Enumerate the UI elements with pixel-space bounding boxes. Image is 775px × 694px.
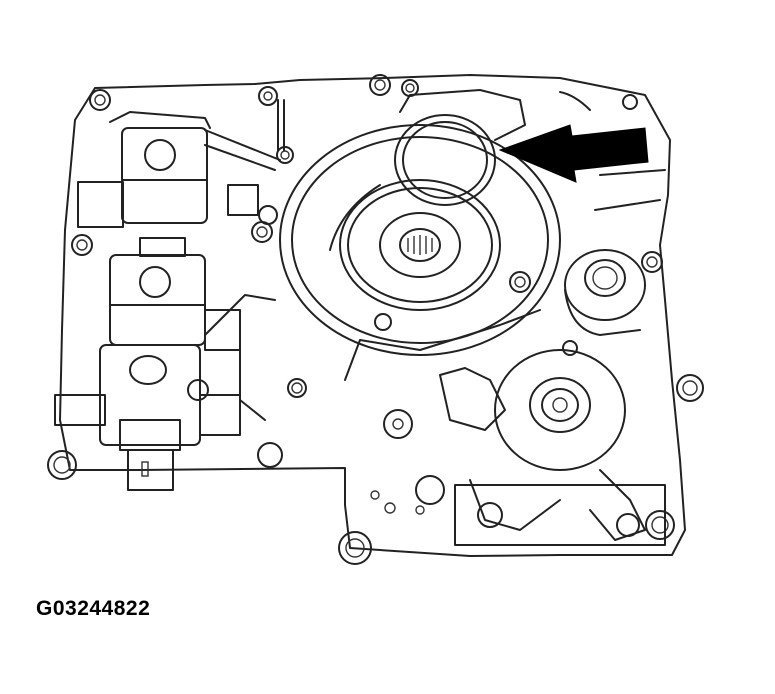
figure-caption-id: G03244822 — [36, 597, 151, 620]
accumulator-right — [564, 249, 646, 336]
solenoid-upper — [77, 99, 285, 228]
solenoid-lower — [54, 319, 266, 491]
solenoid-middle — [109, 237, 276, 351]
range-sensor — [439, 349, 666, 546]
callout-arrow — [498, 124, 649, 183]
plate-outline — [59, 74, 686, 557]
pump-housing — [251, 124, 561, 381]
ring-seal — [394, 89, 666, 211]
small-holes — [370, 475, 445, 515]
